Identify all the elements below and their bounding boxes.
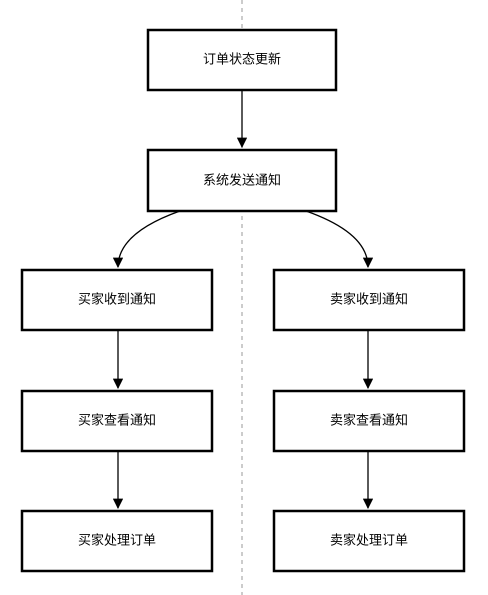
node-seller-view: 卖家查看通知 bbox=[272, 389, 466, 453]
node-buyer-view-label: 买家查看通知 bbox=[78, 413, 156, 429]
node-seller-process-label: 卖家处理订单 bbox=[330, 533, 408, 549]
node-seller-receive: 卖家收到通知 bbox=[272, 268, 466, 332]
edge-system-notify-to-seller-receive bbox=[305, 210, 374, 269]
node-seller-receive-box bbox=[272, 268, 466, 332]
node-buyer-receive-label: 买家收到通知 bbox=[78, 292, 156, 308]
node-order-update-label: 订单状态更新 bbox=[203, 52, 281, 68]
node-buyer-process: 买家处理订单 bbox=[20, 509, 214, 573]
node-buyer-receive: 买家收到通知 bbox=[20, 268, 214, 332]
node-buyer-view: 买家查看通知 bbox=[20, 389, 214, 453]
node-order-update-box bbox=[146, 28, 338, 92]
node-seller-process: 卖家处理订单 bbox=[272, 509, 466, 573]
node-seller-view-box bbox=[272, 389, 466, 453]
node-seller-process-box bbox=[272, 509, 466, 573]
node-buyer-process-box bbox=[20, 509, 214, 573]
node-buyer-view-box bbox=[20, 389, 214, 453]
node-seller-view-label: 卖家查看通知 bbox=[330, 413, 408, 429]
node-system-notify-box bbox=[146, 148, 338, 213]
edge-system-notify-to-buyer-receive bbox=[112, 210, 181, 269]
node-system-notify: 系统发送通知 bbox=[146, 148, 338, 213]
node-seller-receive-label: 卖家收到通知 bbox=[330, 292, 408, 308]
node-buyer-process-label: 买家处理订单 bbox=[78, 533, 156, 549]
node-order-update: 订单状态更新 bbox=[146, 28, 338, 92]
node-system-notify-label: 系统发送通知 bbox=[203, 173, 281, 189]
node-buyer-receive-box bbox=[20, 268, 214, 332]
